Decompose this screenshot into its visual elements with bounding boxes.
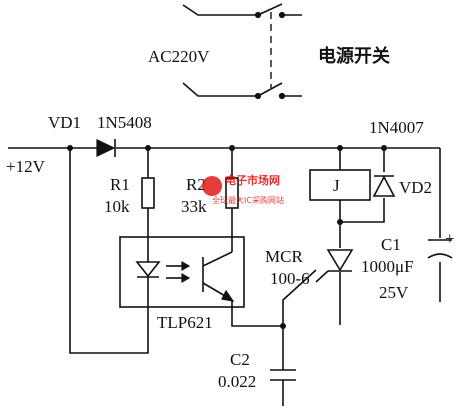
scr-mcr100 bbox=[315, 249, 354, 283]
wiring bbox=[8, 147, 441, 406]
c1-value-label: 1000μF bbox=[361, 257, 414, 276]
c1-ref-label: C1 bbox=[381, 235, 401, 254]
r2-value-label: 33k bbox=[181, 197, 207, 216]
c1-voltage-label: 25V bbox=[379, 283, 409, 302]
supply-voltage-label: +12V bbox=[6, 157, 46, 176]
c1-polarity-label: + bbox=[445, 229, 455, 248]
r1-value-label: 10k bbox=[104, 197, 130, 216]
c2-ref-label: C2 bbox=[230, 350, 250, 369]
vd1-part-label: 1N5408 bbox=[97, 113, 152, 132]
ac-supply-label: AC220V bbox=[148, 47, 210, 66]
relay-label: J bbox=[333, 176, 340, 195]
c2-value-label: 0.022 bbox=[218, 372, 256, 391]
vd2-part-label: 1N4007 bbox=[369, 118, 424, 137]
capacitor-c2 bbox=[270, 369, 296, 381]
optocoupler-label: TLP621 bbox=[157, 313, 213, 332]
diode-vd2 bbox=[372, 175, 396, 197]
power-switch bbox=[182, 3, 302, 100]
power-switch-label: 电源开关 bbox=[318, 45, 390, 67]
watermark-logo: 电子市场网 全球最大IC采购网站 bbox=[202, 173, 284, 205]
capacitor-c1 bbox=[427, 239, 453, 259]
watermark-text: 电子市场网 bbox=[225, 173, 280, 187]
vd1-ref-label: VD1 bbox=[48, 113, 81, 132]
diode-vd1 bbox=[96, 139, 116, 157]
relay-coil-j bbox=[309, 169, 371, 201]
resistor-r2 bbox=[225, 177, 239, 209]
optocoupler-tlp621 bbox=[119, 236, 245, 318]
scr-part-label: 100-6 bbox=[270, 269, 310, 288]
r2-ref-label: R2 bbox=[186, 175, 206, 194]
resistor-r1 bbox=[141, 177, 155, 209]
junction-dots bbox=[67, 145, 387, 329]
scr-ref-label: MCR bbox=[265, 247, 303, 266]
r1-ref-label: R1 bbox=[110, 175, 130, 194]
vd2-ref-label: VD2 bbox=[399, 178, 432, 197]
watermark-subtext: 全球最大IC采购网站 bbox=[212, 195, 284, 205]
